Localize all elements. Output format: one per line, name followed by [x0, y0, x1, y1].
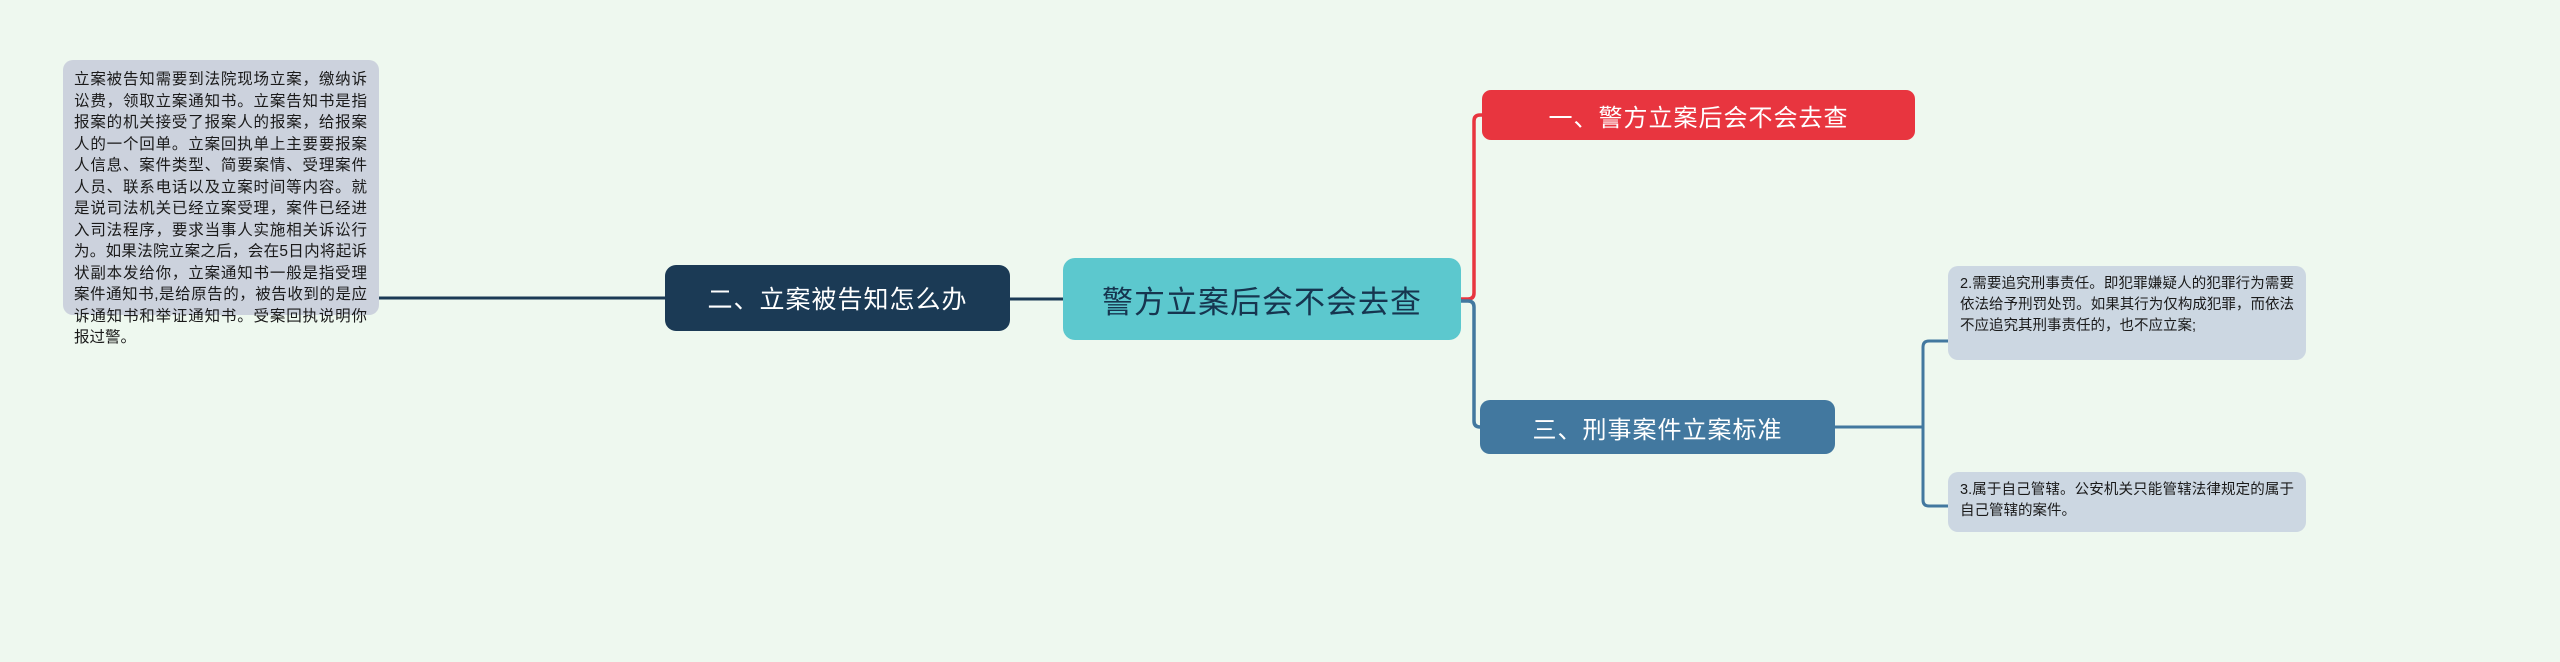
note-box-branch-2: 立案被告知需要到法院现场立案，缴纳诉讼费，领取立案通知书。立案告知书是指报案的机…	[63, 60, 379, 346]
connector-branch-3-to-note-right-2	[1921, 427, 1948, 508]
branch-node-1[interactable]: 一、警方立案后会不会去查	[1482, 90, 1915, 140]
center-topic-node[interactable]: 警方立案后会不会去查	[1063, 258, 1461, 340]
branch-node-2[interactable]: 二、立案被告知怎么办	[665, 265, 1010, 331]
connector-center-to-branch-1	[1461, 113, 1482, 301]
connector-center-to-branch-3	[1461, 299, 1482, 429]
connector-branch-3-to-note-right-1	[1921, 339, 1948, 427]
note-box-branch-3-item-3: 3.属于自己管辖。公安机关只能管辖法律规定的属于自己管辖的案件。	[1948, 472, 2306, 532]
branch-node-3[interactable]: 三、刑事案件立案标准	[1480, 400, 1835, 454]
note-box-branch-3-item-2: 2.需要追究刑事责任。即犯罪嫌疑人的犯罪行为需要依法给予刑罚处罚。如果其行为仅构…	[1948, 266, 2306, 360]
